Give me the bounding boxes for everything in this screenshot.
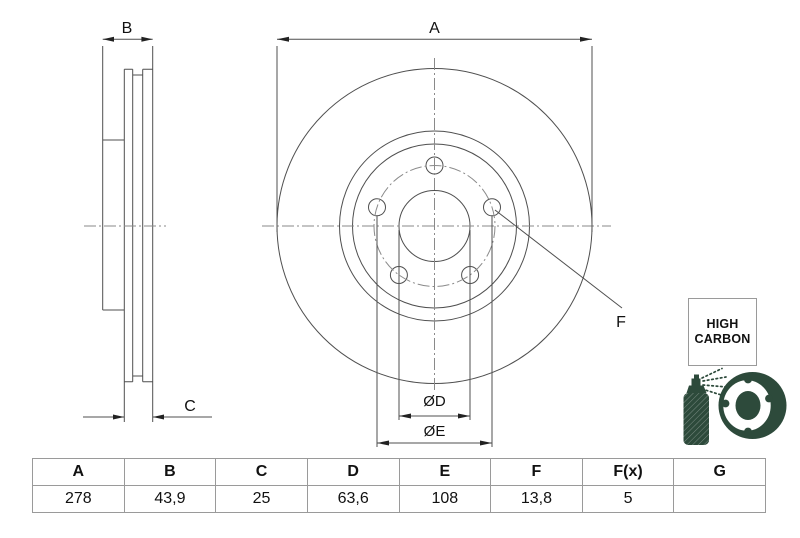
arrowhead-left-icon [152, 414, 164, 420]
dim-label-a: A [429, 20, 440, 37]
spec-value-cell: 43,9 [123, 485, 217, 513]
spec-table-value-row: 278 43,9 25 63,6 108 13,8 5 [32, 485, 766, 513]
side-view [102, 46, 154, 422]
dimension-d: ØD [398, 230, 471, 420]
spec-value-cell: 25 [215, 485, 308, 513]
arrowhead-right-icon [458, 413, 470, 419]
dimension-b: B [102, 20, 153, 42]
dimension-a: A [276, 20, 593, 232]
spec-header-cell: G [673, 458, 766, 486]
high-carbon-badge: HIGH CARBON [688, 298, 757, 366]
dim-label-f: F [616, 314, 626, 331]
spec-header-cell: A [32, 458, 125, 486]
dim-label-d: ØD [423, 393, 446, 410]
spec-table-header-row: A B C D E F F(x) G [32, 458, 766, 486]
arrowhead-left-icon [102, 36, 114, 42]
dim-label-e: ØE [424, 423, 446, 440]
dimension-c: C [83, 398, 212, 420]
spec-header-cell: E [398, 458, 492, 486]
bolt-hole [368, 198, 386, 217]
arrowhead-right-icon [580, 36, 592, 42]
high-carbon-badge-line1: HIGH [706, 316, 739, 331]
arrowhead-right-icon [113, 414, 125, 420]
coating-icon [683, 367, 787, 445]
arrowhead-right-icon [141, 36, 153, 42]
arrowhead-left-icon [399, 413, 411, 419]
spec-table: A B C D E F F(x) G 278 43,9 25 63,6 108 … [32, 458, 766, 513]
high-carbon-badge-line2: CARBON [694, 332, 751, 346]
arrowhead-left-icon [277, 36, 289, 42]
spec-header-cell: F(x) [581, 458, 675, 486]
spec-header-cell: F [490, 458, 583, 486]
spec-value-cell: 108 [398, 485, 492, 513]
spray-dots-icon [701, 367, 728, 397]
spec-value-cell: 13,8 [490, 485, 583, 513]
dimension-e: ØE [376, 216, 493, 447]
spec-header-cell: D [306, 458, 400, 486]
spec-value-cell: 63,6 [306, 485, 400, 513]
dim-label-c: C [184, 398, 196, 415]
spray-can-icon [683, 367, 728, 445]
spec-value-cell: 5 [581, 485, 675, 513]
spec-header-cell: B [123, 458, 217, 486]
arrowhead-right-icon [480, 440, 492, 446]
spec-value-cell [673, 485, 766, 513]
bolt-hole [483, 198, 501, 217]
front-view-centerlines [262, 58, 611, 390]
spec-header-cell: C [215, 458, 308, 486]
spec-value-cell: 278 [32, 485, 125, 513]
dim-label-b: B [122, 20, 133, 37]
leader-f: F [494, 209, 626, 331]
brake-disc-icon [718, 372, 787, 439]
arrowhead-left-icon [377, 440, 389, 446]
